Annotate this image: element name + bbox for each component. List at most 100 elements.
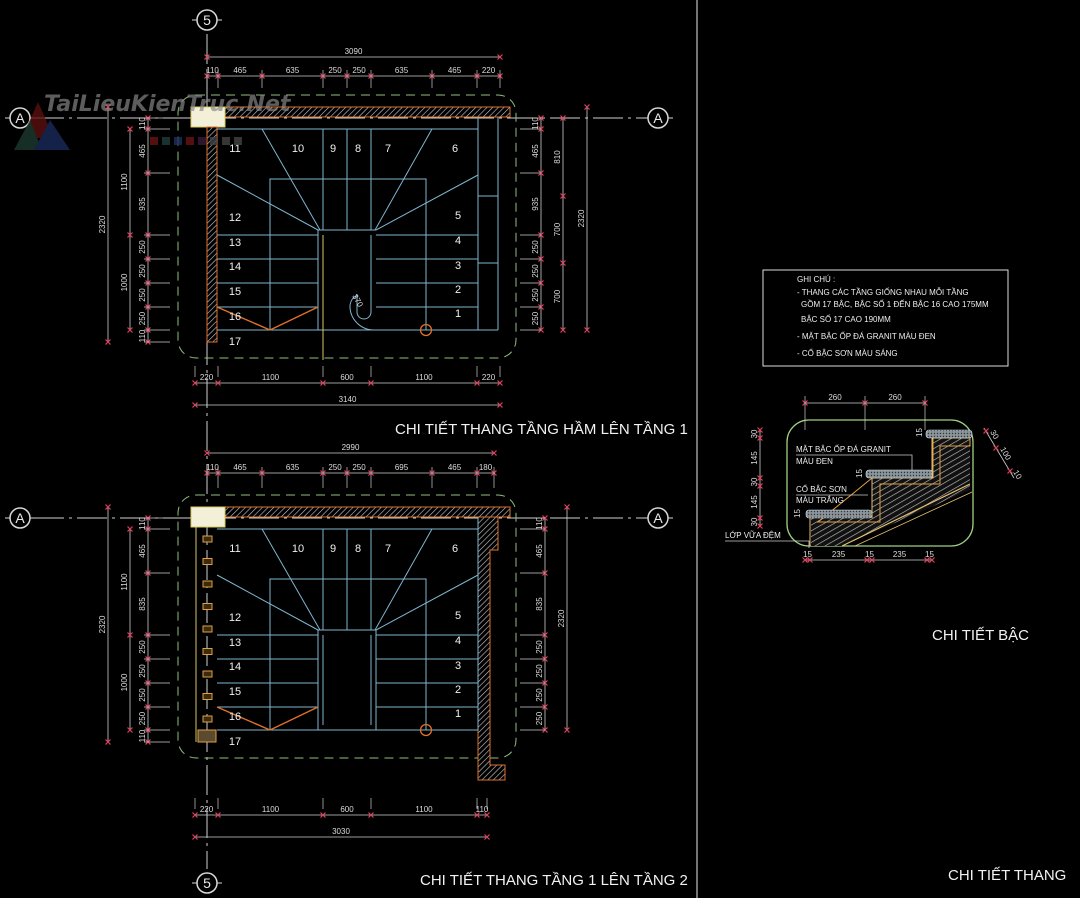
dimension-label: 695: [395, 463, 409, 472]
dim-tick: [368, 380, 374, 386]
dim-tick: [320, 812, 326, 818]
step-number: 6: [452, 143, 458, 155]
dimension-label: 250: [138, 311, 147, 325]
granite-dim-label: 15: [855, 469, 864, 478]
dim-tick: [993, 445, 999, 451]
step-number: 13: [229, 237, 241, 249]
dimension-label: 220: [482, 373, 496, 382]
watermark-logo: TaiLieuKienTruc.Net: [14, 92, 292, 150]
dim-tick: [204, 450, 210, 456]
dim-tick: [869, 557, 875, 563]
winder-line: [375, 574, 479, 631]
tread-label: MÀU ĐEN: [796, 457, 833, 466]
winder-line: [374, 528, 433, 631]
dim-tick: [757, 475, 763, 481]
dim-tick: [192, 812, 198, 818]
dim-tick: [192, 380, 198, 386]
dim-tick: [564, 727, 570, 733]
dim-tick: [497, 402, 503, 408]
dimension-label: 30: [750, 477, 759, 486]
dim-tick: [215, 380, 221, 386]
winder-line: [261, 128, 321, 231]
dim-tick: [484, 834, 490, 840]
step-number: 1: [455, 308, 461, 320]
dimension-label: 3140: [339, 395, 357, 404]
radius-label: 370: [350, 293, 365, 310]
dim-tick: [560, 115, 566, 121]
dim-tick: [1007, 468, 1013, 474]
step-number: 3: [455, 660, 461, 672]
dimension-label: 250: [531, 264, 540, 278]
axis-bubble: A: [5, 507, 35, 529]
dim-tick: [215, 812, 221, 818]
step-number: 13: [229, 637, 241, 649]
dimension-label: 180: [479, 463, 493, 472]
dim-tick: [864, 557, 870, 563]
dim-tick: [105, 104, 111, 110]
dim-tick: [584, 327, 590, 333]
well-curve: [349, 304, 375, 331]
mortar-layer: [816, 437, 971, 523]
dimension-label: 110: [138, 729, 147, 742]
dimension-label: 110: [138, 329, 147, 342]
dimension-label: 1100: [262, 805, 280, 814]
grid-axes: [34, 0, 698, 898]
dim-tick: [757, 483, 763, 489]
axis-label: A: [653, 510, 663, 526]
step-number: 1: [455, 708, 461, 720]
dimension-label: 2320: [98, 215, 107, 233]
baluster: [202, 558, 213, 565]
step-number: 2: [455, 284, 461, 296]
dimension-label: 250: [535, 640, 544, 654]
dim-tick: [192, 834, 198, 840]
dimension-label: 220: [200, 373, 214, 382]
dimension-label: 30: [750, 429, 759, 438]
baluster: [202, 670, 213, 678]
dimension-label: 110: [531, 117, 540, 130]
dim-tick: [497, 54, 503, 60]
dimension-label: 1000: [120, 673, 129, 691]
dim-tick: [127, 632, 133, 638]
dimension-label: 250: [531, 240, 540, 254]
dimension-label: 110: [476, 805, 489, 814]
step-number: 8: [355, 143, 361, 155]
dimension-label: 1000: [120, 273, 129, 291]
riser-label: MÀU TRẮNG: [796, 496, 844, 505]
baluster: [202, 648, 213, 655]
baluster-base: [197, 729, 217, 743]
axis-label: 5: [203, 12, 211, 28]
dimension-label: 1100: [415, 373, 433, 382]
step-number: 5: [455, 610, 461, 622]
dimension-label: 600: [340, 373, 354, 382]
axis-bubble: A: [643, 107, 673, 129]
baluster: [202, 715, 213, 723]
dimension-label: 110: [206, 463, 219, 472]
step-number: 4: [455, 635, 461, 647]
start-marker: [419, 323, 433, 337]
baluster: [202, 625, 213, 633]
dimension-label: 935: [531, 197, 540, 211]
dimension-label: 3030: [332, 827, 350, 836]
axis-bubble: A: [5, 107, 35, 129]
dimension-label: 15: [865, 550, 874, 559]
step-detail-title: CHI TIẾT BẬC: [932, 627, 1029, 644]
dimension-label: 260: [828, 393, 842, 402]
granite-tread: [805, 429, 973, 519]
dimension-label: 220: [200, 805, 214, 814]
riser-label: CỔ BẬC SƠN: [796, 485, 847, 494]
dimension-label: 465: [233, 463, 247, 472]
stair-detail-title: CHI TIẾT THANG: [948, 867, 1066, 884]
step-number: 12: [229, 212, 241, 224]
landing-arrow: [216, 706, 319, 731]
dim-tick: [757, 523, 763, 529]
dimension-label: 635: [286, 463, 300, 472]
dimension-label: 465: [233, 66, 247, 75]
step-number: 11: [229, 543, 240, 555]
stair-boundary-dashed: [177, 94, 517, 359]
dim-tick: [491, 450, 497, 456]
baluster: [202, 535, 213, 543]
well-curve: [349, 294, 358, 312]
axis-bubble: 5: [192, 9, 222, 31]
dimension-label: 465: [138, 544, 147, 558]
